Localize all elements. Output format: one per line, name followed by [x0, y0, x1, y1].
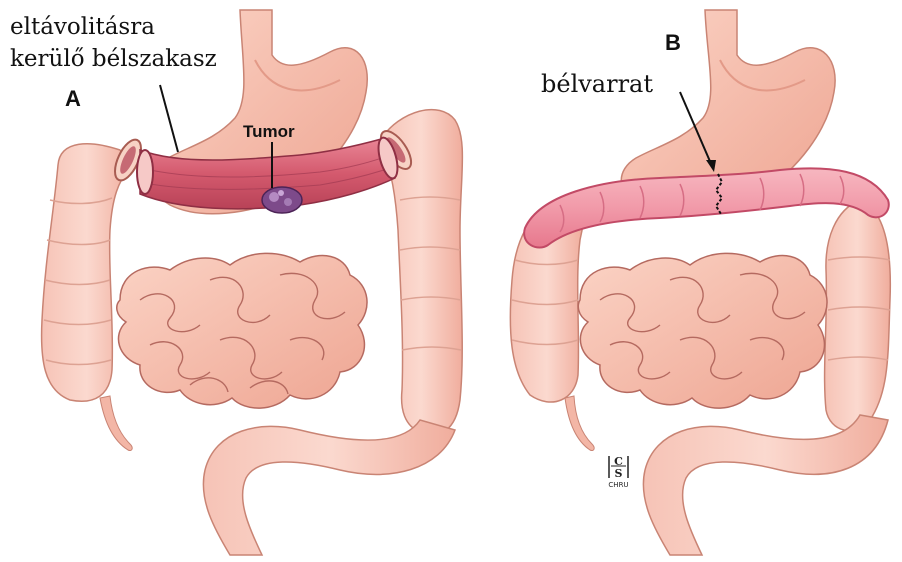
panel-b: B bélvarrat C S CHRU [510, 10, 890, 555]
removed-segment-label-line2: kerülő bélszakasz [10, 46, 217, 72]
tumor [262, 187, 302, 213]
removed-segment-label-line1: eltávolitásra [10, 14, 155, 40]
sigmoid-rectum-b [643, 415, 888, 555]
tumor-label: Tumor [243, 122, 295, 141]
small-intestine-b [578, 253, 827, 408]
segment-end-left-a [137, 150, 153, 194]
logo-letter-s: S [615, 467, 623, 480]
panel-a-letter: A [65, 86, 81, 111]
sigmoid-rectum-a [203, 420, 455, 555]
panel-a: A eltávolitásra kerülő bélszakasz Tumor [10, 10, 462, 555]
segment-leader-line [160, 85, 178, 152]
appendix-a [100, 396, 132, 451]
panel-b-letter: B [665, 30, 681, 55]
appendix-b [565, 396, 594, 451]
small-intestine-a [117, 253, 367, 408]
descending-colon-b [825, 200, 891, 431]
chru-logo: C S CHRU [608, 455, 628, 489]
suture-label: bélvarrat [541, 70, 653, 98]
logo-text: CHRU [608, 481, 628, 489]
